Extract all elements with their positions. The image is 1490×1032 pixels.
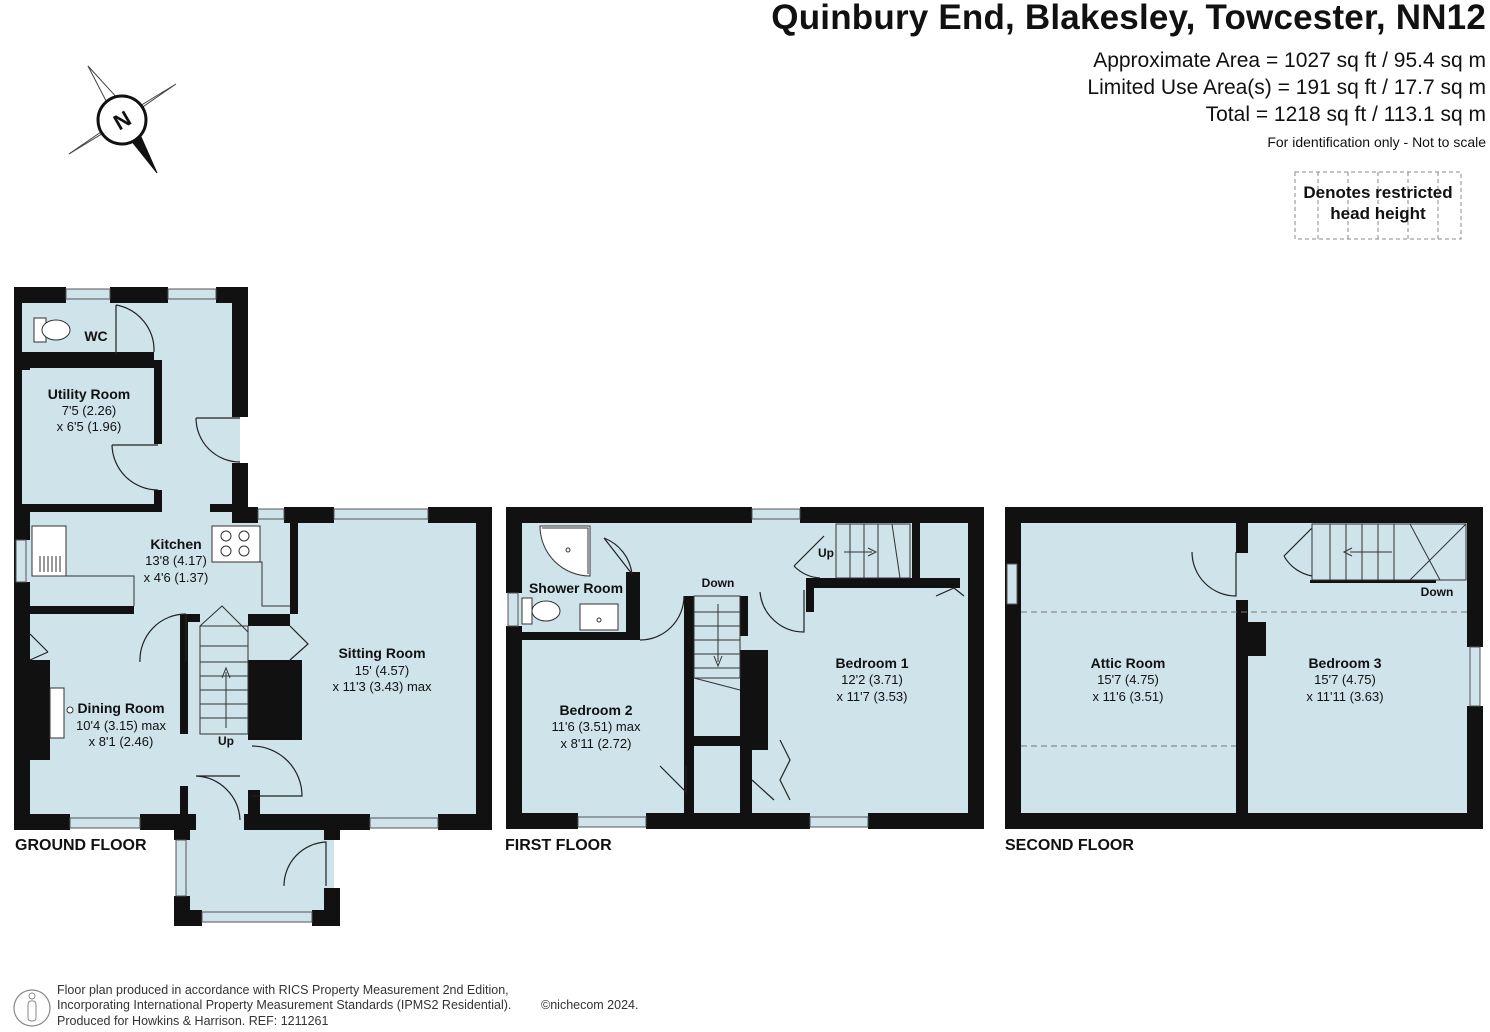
footer-line-1: Floor plan produced in accordance with R… (57, 983, 509, 997)
room-dim-utility-2: x 6'5 (1.96) (57, 419, 122, 434)
room-dim-kitchen-1: 13'8 (4.17) (145, 553, 207, 568)
room-dim-bedroom1-1: 12'2 (3.71) (841, 672, 903, 687)
room-name-attic: Attic Room (1091, 655, 1166, 671)
stairs-down-second: Down (1421, 585, 1454, 599)
room-name-wc: WC (84, 328, 107, 344)
ground-floor-plan (14, 287, 492, 926)
room-name-bedroom2: Bedroom 2 (559, 702, 632, 718)
room-dim-sitting-2: x 11'3 (3.43) max (332, 679, 432, 694)
first-floor-plan (506, 507, 984, 829)
footer-line-3: Produced for Howkins & Harrison. REF: 12… (57, 1014, 329, 1028)
accessibility-person-icon (13, 989, 51, 1027)
room-dim-dining-2: x 8'1 (2.46) (89, 734, 154, 749)
room-name-bedroom3: Bedroom 3 (1308, 655, 1381, 671)
room-dim-bedroom3-1: 15'7 (4.75) (1314, 672, 1376, 687)
room-dim-kitchen-2: x 4'6 (1.37) (144, 570, 209, 585)
room-dim-bedroom1-2: x 11'7 (3.53) (837, 689, 908, 704)
room-dim-attic-2: x 11'6 (3.51) (1093, 689, 1164, 704)
footer-copyright: ©nichecom 2024. (541, 998, 639, 1012)
floor-label-ground: GROUND FLOOR (15, 837, 147, 854)
room-name-shower: Shower Room (529, 580, 623, 596)
floor-label-first: FIRST FLOOR (505, 837, 612, 854)
second-floor-plan (1005, 507, 1483, 829)
restricted-height-legend (1294, 171, 1462, 240)
stairs-up-first: Up (818, 546, 834, 560)
room-dim-bedroom3-2: x 11'11 (3.63) (1306, 689, 1383, 704)
restricted-height-label: Denotes restricted head height (1303, 183, 1453, 223)
limited-use-area: Limited Use Area(s) = 191 sq ft / 17.7 s… (1087, 76, 1486, 99)
room-dim-attic-1: 15'7 (4.75) (1097, 672, 1159, 687)
room-name-bedroom1: Bedroom 1 (835, 655, 908, 671)
room-name-dining: Dining Room (77, 700, 164, 716)
room-dim-bedroom2-1: 11'6 (3.51) max (552, 719, 641, 734)
stairs-up-ground: Up (218, 734, 234, 748)
room-name-sitting: Sitting Room (338, 645, 425, 661)
room-name-kitchen: Kitchen (150, 536, 201, 552)
page-title: Quinbury End, Blakesley, Towcester, NN12 (771, 0, 1486, 37)
room-dim-sitting-1: 15' (4.57) (355, 663, 410, 678)
approximate-area: Approximate Area = 1027 sq ft / 95.4 sq … (1093, 49, 1486, 72)
footer-line-2: Incorporating International Property Mea… (57, 998, 512, 1012)
room-dim-bedroom2-2: x 8'11 (2.72) (561, 736, 632, 751)
total-area: Total = 1218 sq ft / 113.1 sq m (1205, 103, 1486, 126)
room-name-utility: Utility Room (48, 386, 130, 402)
room-dim-dining-1: 10'4 (3.15) max (76, 718, 166, 733)
room-dim-utility-1: 7'5 (2.26) (62, 403, 117, 418)
floor-label-second: SECOND FLOOR (1005, 837, 1134, 854)
stairs-down-first: Down (702, 576, 735, 590)
scale-note: For identification only - Not to scale (1267, 134, 1486, 150)
compass-north-icon: N (68, 65, 177, 174)
